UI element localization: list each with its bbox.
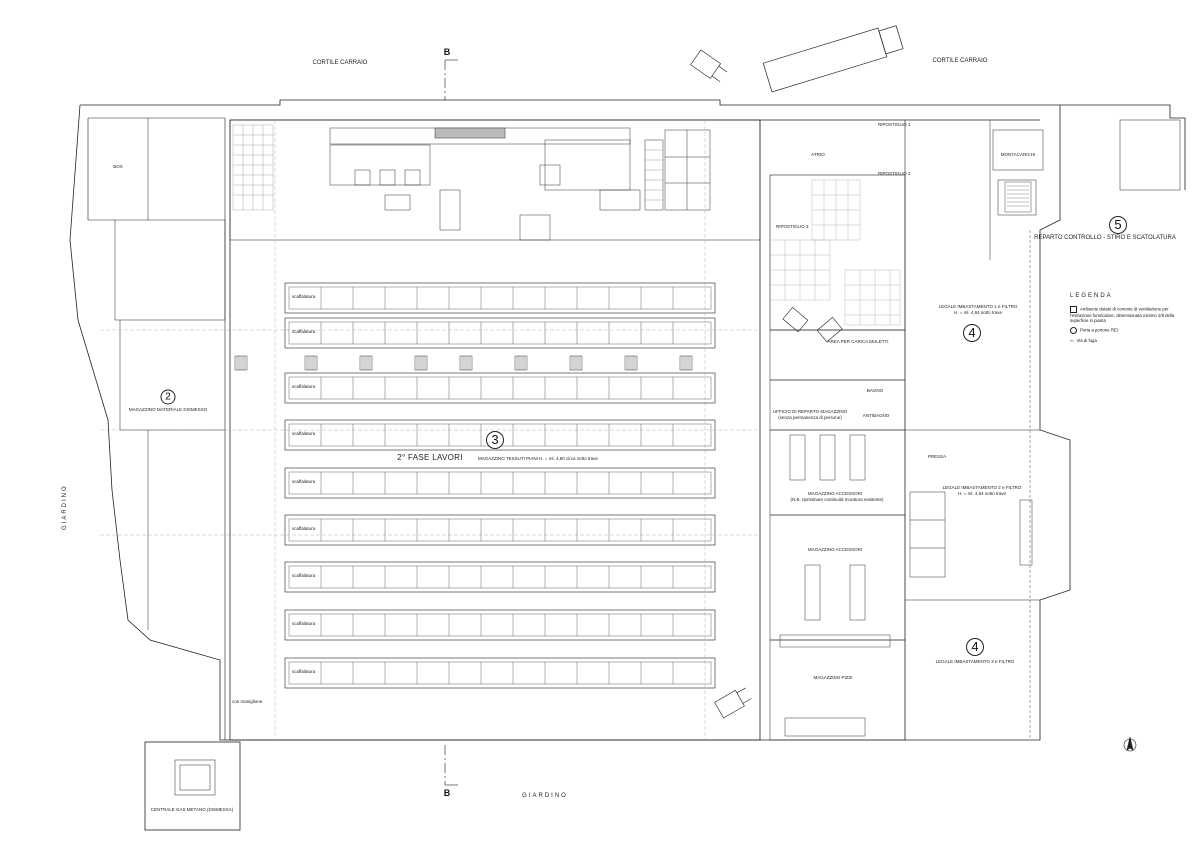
section-b-top: B [443,47,451,57]
legend: LEGENDA Ambiente dotato di corrente di v… [1070,293,1180,344]
rack-1 [284,282,716,314]
label-fase-lavori: 2° FASE LAVORI [397,453,463,462]
rack-6 [284,514,716,546]
label-magazzino-accessori-1-sub: (N.B. ripristinare continuità muratura e… [790,497,884,502]
rack-label: scaffalatura [292,621,316,626]
vent-symbol-icon [1070,305,1077,313]
rack-inner-7 [288,565,712,589]
label-box: BOX [113,164,123,169]
label-antibagno: ANTIBAGNO [862,413,890,418]
label-ripostiglio-3: RIPOSTIGLIO 3 [776,224,809,229]
label-ufficio: UFFICIO DI REPARTO MAGAZZINO [772,409,848,414]
rei-door-icon [1070,327,1077,335]
rack-label: scaffalatura [292,669,316,674]
label-montacarichi: MONTACARICHI [1000,152,1036,157]
rack-inner-1 [288,286,712,310]
zone-marker-5: 5 [1109,216,1127,234]
label-area-carica: AREA PER CARICA MULETTI [827,339,889,344]
rack-label: scaffalatura [292,329,316,334]
rack-label: scaffalatura [292,573,316,578]
label-pressa: PRESSA [927,454,947,459]
zone-marker-2: 2 [160,389,176,405]
legend-item-rei: Porta a portone REI [1070,327,1180,335]
label-magazzino-materiale: MAGAZZINO MATERIALE DISMESSO [128,407,208,412]
rack-8 [284,609,716,641]
rack-inner-3 [288,376,712,400]
section-b-bottom: B [443,788,451,798]
rack-9 [284,657,716,689]
label-atrio: ATRIO [811,152,825,157]
legend-item-rei-text: Porta a portone REI [1080,327,1118,333]
label-giardino-left: GIARDINO [62,484,68,530]
rack-inner-5 [288,471,712,495]
rack-label: scaffalatura [292,526,316,531]
zone-marker-3: 3 [486,431,504,449]
rack-inner-6 [288,518,712,542]
rack-label: scaffalatura [292,384,316,389]
label-ufficio-sub: (senza permanenza di persone) [778,415,842,420]
rack-inner-2 [288,321,712,345]
label-legale-1-h: H. = ml. 4,84 sotto trave [954,310,1002,315]
escape-arrow-icon: ⇦ [1070,338,1074,344]
legend-item-escape-text: Via di fuga [1076,338,1097,344]
label-magazzino-accessori-1: MAGAZZINO ACCESSORI [807,491,863,496]
rack-label: scaffalatura [292,431,316,436]
label-legale-1: LEGALE IMBASTAMENTO 1 e FILTRO [938,304,1018,309]
rack-2 [284,317,716,349]
rack-5 [284,467,716,499]
legend-item-escape: ⇦Via di fuga [1070,338,1180,344]
rack-4 [284,419,716,451]
rack-inner-9 [288,661,712,685]
label-magazzino-pizzi: MAGAZZINO PIZZI [813,675,853,680]
legend-item-vent: Ambiente dotato di corrente di ventilazi… [1070,305,1180,324]
rack-label: scaffalatura [292,479,316,484]
legend-item-vent-text: Ambiente dotato di corrente di ventilazi… [1070,306,1175,323]
rack-3 [284,372,716,404]
label-centrale-termica: CENTRALE GAS METANO (DISMESSA) [150,807,234,812]
label-giardino-bottom: GIARDINO [522,793,568,799]
label-bagno: BAGNO [866,388,884,393]
zone-marker-4a: 4 [963,324,981,342]
label-magazzino-tessuti: MAGAZZINO TESSUTI PIANI H. = ml. 4,80 ci… [478,456,598,461]
label-ripostiglio-2: RIPOSTIGLIO 2 [878,171,911,176]
label-magazzino-accessori-2: MAGAZZINO ACCESSORI [807,547,863,552]
rack-label: scaffalatura [292,294,316,299]
label-legale-2: LEGALE IMBASTAMENTO 2 e FILTRO [942,485,1022,490]
label-con-maniglione: con maniglione [232,699,263,704]
label-legale-3: LEGALE IMBASTAMENTO 3 e FILTRO [935,659,1015,664]
label-cortile-left: CORTILE CARRAIO [312,60,368,66]
rack-inner-8 [288,613,712,637]
rack-7 [284,561,716,593]
zone-marker-4b: 4 [966,638,984,656]
legend-title: LEGENDA [1070,293,1113,299]
label-reparto-controllo: REPARTO CONTROLLO - STIRO E SCATOLATURA [1034,235,1176,241]
label-cortile-right: CORTILE CARRAIO [932,58,988,64]
label-ripostiglio-1: RIPOSTIGLIO 1 [878,122,911,127]
label-legale-2-h: H. = ml. 4,84 sotto trave [958,491,1006,496]
